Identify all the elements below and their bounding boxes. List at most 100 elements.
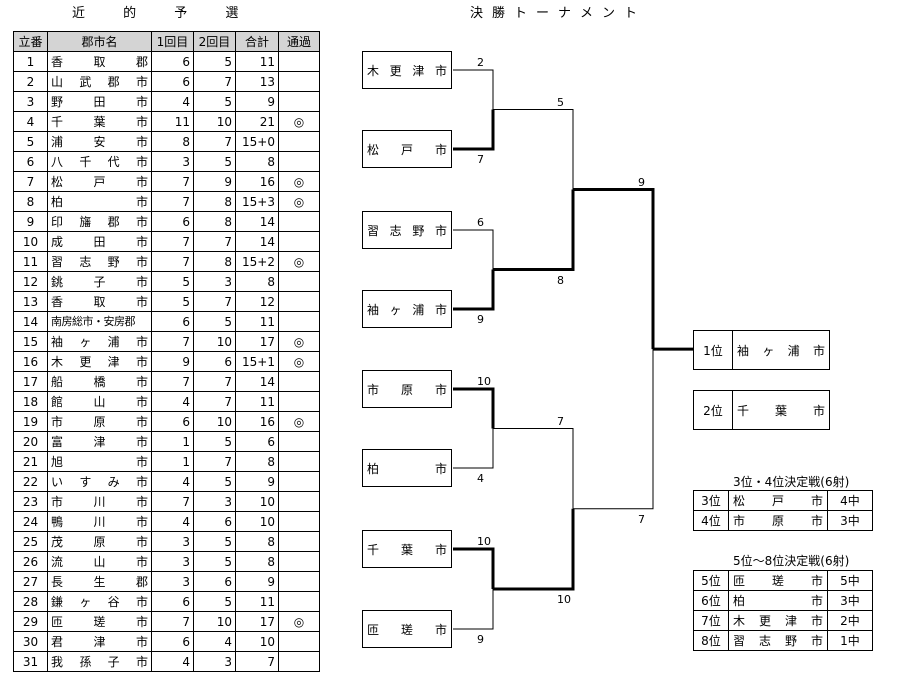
- header-4: 合計: [235, 31, 279, 52]
- table-cell: 27: [13, 571, 48, 592]
- table-cell: 流山市: [47, 551, 152, 572]
- spaced-text: 八千代市: [51, 154, 148, 169]
- spaced-text: 柏市: [367, 461, 447, 476]
- table-cell: 習志野市: [728, 630, 828, 651]
- score-label: 8: [557, 273, 564, 287]
- spaced-text: 習志野市: [51, 254, 148, 269]
- table-cell: 袖ヶ浦市: [47, 331, 152, 352]
- team-name: 匝瑳市: [367, 621, 447, 638]
- spaced-text: 木更津市: [733, 614, 823, 628]
- table-cell: 6位: [693, 590, 729, 611]
- bracket-winner-line: [493, 189, 575, 271]
- table-cell: 松戸市: [728, 490, 828, 511]
- header-2: 1回目: [151, 31, 194, 52]
- spaced-text: 松戸市: [733, 494, 823, 508]
- playoff-caption: 3位・4位決定戦(6射): [733, 475, 850, 489]
- table-cell: 5中: [827, 570, 873, 591]
- bracket-winner-line: [453, 387, 495, 429]
- bracket-winner-line: [573, 188, 655, 350]
- table-cell: 香取市: [47, 291, 152, 312]
- spaced-text: 君津市: [51, 634, 148, 649]
- spaced-text: 市原市: [51, 414, 148, 429]
- team-box: 柏市: [362, 449, 452, 487]
- table-cell: 10: [193, 111, 236, 132]
- spaced-text: 印旛郡市: [51, 214, 148, 229]
- spaced-text: 千葉市: [737, 403, 825, 418]
- final-rank-box: 2位千葉市: [693, 390, 830, 430]
- spaced-text: 袖ヶ浦市: [367, 302, 447, 317]
- score-label: 10: [557, 593, 571, 606]
- spaced-text: 浦安市: [51, 134, 148, 149]
- spaced-text: 流山市: [51, 554, 148, 569]
- table-cell: 我孫子市: [47, 651, 152, 672]
- team-box: 木更津市: [362, 51, 452, 89]
- bracket-winner-line: [453, 109, 495, 151]
- score-label: 6: [477, 216, 484, 229]
- score-label: 10: [477, 375, 491, 388]
- table-cell: 1中: [827, 630, 873, 651]
- bracket-winner-line: [453, 547, 495, 589]
- spaced-text: 香取郡: [51, 54, 148, 69]
- table-row: 6位柏市 3中: [693, 590, 873, 611]
- team-name: 木更津市: [367, 62, 447, 79]
- final-rank-box: 1位袖ヶ浦市: [693, 330, 830, 370]
- spaced-text: 松戸市: [51, 174, 148, 189]
- table-cell: 成田市: [47, 231, 152, 252]
- table-cell: 29: [13, 611, 48, 632]
- team-name: 千葉市: [367, 541, 447, 558]
- spaced-text: 柏市: [51, 194, 148, 209]
- spaced-text: 柏市: [733, 594, 823, 608]
- spaced-text: 市原市: [733, 514, 823, 528]
- table-cell: 鴨川市: [47, 511, 152, 532]
- team-name: 習志野市: [367, 222, 447, 239]
- table-cell: 8位: [693, 630, 729, 651]
- table-cell: 匝瑳市: [728, 570, 828, 591]
- spaced-text: 木更津市: [367, 63, 447, 78]
- table-cell: 柏市: [728, 590, 828, 611]
- team-box: 市原市: [362, 370, 452, 408]
- table-cell: 15+0: [235, 131, 279, 152]
- table-cell: 23: [13, 491, 48, 512]
- table-cell: 4中: [827, 490, 873, 511]
- score-label: 7: [638, 512, 645, 526]
- spaced-text: 匝瑳市: [733, 574, 823, 588]
- team-box: 松戸市: [362, 130, 452, 168]
- spaced-text: 香取市: [51, 294, 148, 309]
- rank-team-name: 袖ヶ浦市: [733, 331, 829, 369]
- score-label: 9: [638, 175, 645, 189]
- table-cell: 匝瑳市: [47, 611, 152, 632]
- bracket-line: [493, 428, 574, 509]
- bracket-line: [453, 589, 494, 630]
- bracket-winner-line: [453, 269, 495, 311]
- tournament-title: 決勝トーナメント: [470, 6, 647, 21]
- table-cell: 28: [13, 591, 48, 612]
- header-5: 通過: [278, 31, 320, 52]
- table-cell: 市原市: [47, 411, 152, 432]
- spaced-text: 松戸市: [367, 142, 447, 157]
- team-name: 松戸市: [367, 141, 447, 158]
- spaced-text: 富津市: [51, 434, 148, 449]
- table-cell: 木更津市: [728, 610, 828, 631]
- rank-label: 1位: [694, 331, 733, 369]
- score-label: 9: [477, 633, 484, 646]
- table-cell: 3中: [827, 590, 873, 611]
- table-cell: 3中: [827, 510, 873, 531]
- bracket-line: [493, 109, 574, 190]
- score-label: 9: [477, 313, 484, 326]
- table-cell: 市川市: [47, 491, 152, 512]
